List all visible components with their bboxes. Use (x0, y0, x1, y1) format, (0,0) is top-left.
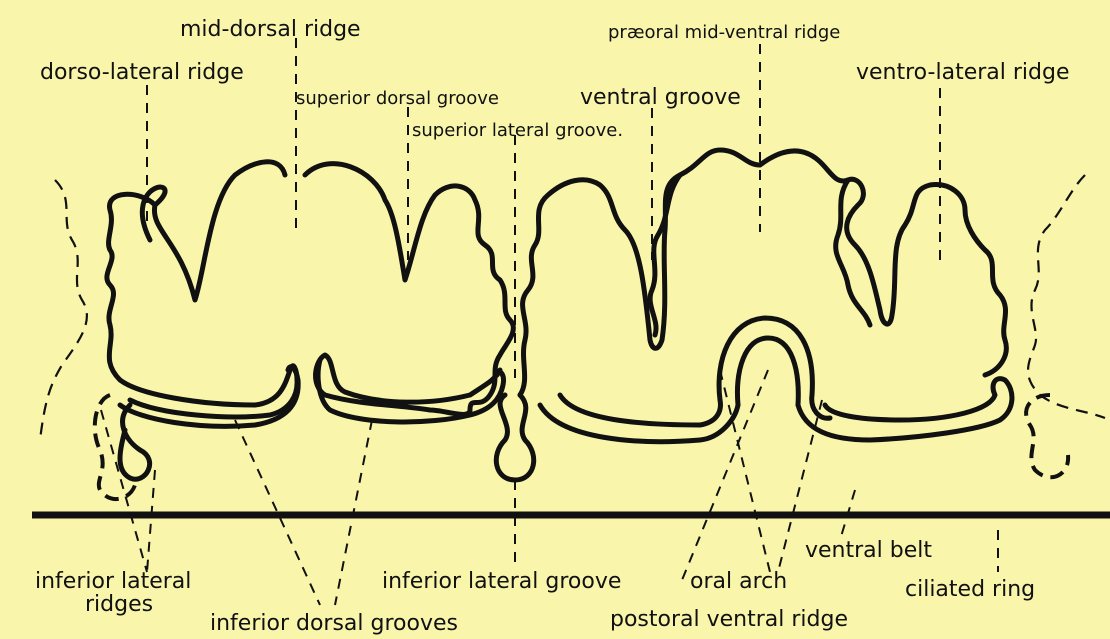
label-postoral-ventral-ridge: postoral ventral ridge (610, 607, 848, 632)
ghost-outline-right (1028, 175, 1105, 418)
band-outline-main (142, 162, 513, 415)
label-inferior-lateral-ridges-line2: ridges (85, 592, 153, 617)
label-superior-dorsal-groove: superior dorsal groove (296, 88, 499, 109)
label-inferior-dorsal-grooves: inferior dorsal grooves (210, 611, 458, 636)
label-ciliated-ring: ciliated ring (905, 577, 1035, 602)
inferior-lateral-ridge-loop-right (1026, 395, 1068, 477)
label-dorso-lateral-ridge: dorso-lateral ridge (40, 60, 244, 85)
label-ventral-belt: ventral belt (805, 538, 932, 563)
label-inferior-lateral-ridges-line1: inferior lateral (35, 569, 191, 594)
ventral-belt-outline (540, 379, 1012, 442)
ventral-belt-inner (560, 395, 720, 425)
leader-postoral-ventral-ridge (680, 370, 768, 585)
ventro-lateral-groove-wiggle (836, 180, 870, 325)
inferior-lateral-groove-loop (496, 395, 533, 480)
band-outline-right-half (520, 150, 1006, 395)
label-superior-lateral-groove: superior lateral groove. (412, 120, 623, 141)
label-inferior-lateral-groove: inferior lateral groove (382, 569, 621, 594)
label-mid-dorsal-ridge: mid-dorsal ridge (180, 17, 361, 42)
label-proeoral-mid-ventral-ridge: præoral mid-ventral ridge (608, 22, 840, 43)
label-ventro-lateral-ridge: ventro-lateral ridge (856, 60, 1070, 85)
leader-inferior-lateral-ridges-b (147, 470, 155, 572)
band-outline-left-lobe (107, 194, 297, 417)
ghost-outline-left (40, 180, 87, 440)
label-ventral-groove: ventral groove (580, 85, 741, 110)
label-oral-arch: oral arch (690, 569, 787, 594)
